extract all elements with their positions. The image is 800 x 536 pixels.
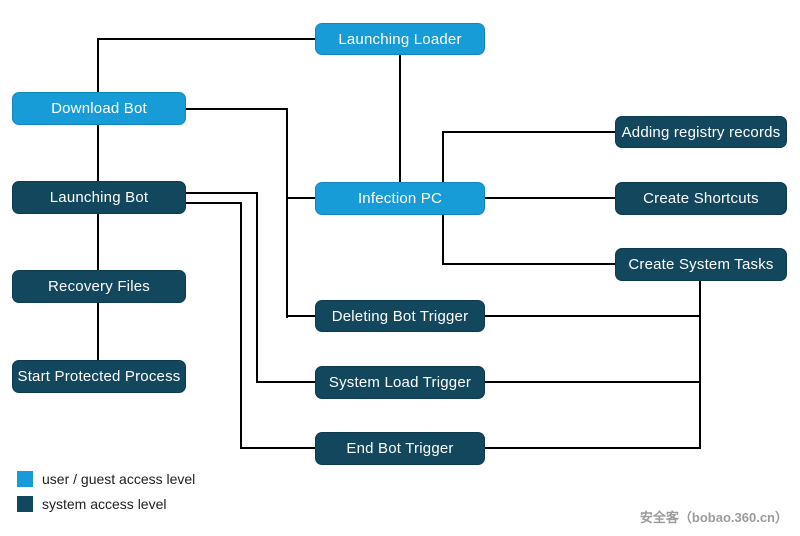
- node-deleting-bot-trigger: Deleting Bot Trigger: [315, 300, 485, 332]
- connector-infectionpc-down-branch: [442, 215, 444, 264]
- legend-item-user-access: user / guest access level: [17, 471, 195, 487]
- system-access-color-swatch: [17, 496, 33, 512]
- connector-endbottrigger-right: [485, 447, 701, 449]
- connector-into-registryrecords: [442, 131, 615, 133]
- connector-loader-to-infectionpc: [399, 55, 401, 182]
- connector-to-systemloadtrigger-drop: [256, 192, 258, 383]
- connector-to-endbottrigger-drop: [240, 202, 242, 449]
- connector-deletingtrigger-right: [485, 315, 701, 317]
- node-end-bot-trigger: End Bot Trigger: [315, 432, 485, 465]
- connector-downloadbot-right: [186, 108, 288, 110]
- connector-loader-to-downloadbot: [97, 38, 316, 40]
- connector-right-spine: [699, 281, 701, 449]
- connector-into-deletingtrigger-left: [286, 315, 315, 317]
- node-start-protected-process: Start Protected Process: [12, 360, 186, 393]
- connector-recoveryfiles-to-startprotected: [97, 303, 99, 360]
- connector-into-createshortcuts: [485, 197, 615, 199]
- node-download-bot: Download Bot: [12, 92, 186, 125]
- watermark: 安全客（bobao.360.cn）: [639, 510, 788, 525]
- legend: user / guest access level system access …: [17, 471, 195, 521]
- node-infection-pc: Infection PC: [315, 182, 485, 215]
- connector-downloadbot-spine: [286, 108, 288, 318]
- connector-into-createsystemtasks: [442, 263, 615, 265]
- connector-launchingbot-to-recoveryfiles: [97, 214, 99, 270]
- node-system-load-trigger: System Load Trigger: [315, 366, 485, 399]
- connector-into-systemloadtrigger: [256, 381, 315, 383]
- connector-infectionpc-up-branch: [442, 132, 444, 182]
- connector-downloadbot-to-launchingbot: [97, 125, 99, 182]
- node-create-system-tasks: Create System Tasks: [615, 248, 787, 281]
- node-create-shortcuts: Create Shortcuts: [615, 182, 787, 215]
- connector-loader-to-downloadbot-drop: [97, 38, 99, 92]
- connector-launchingbot-lower-right: [186, 202, 242, 204]
- node-launching-bot: Launching Bot: [12, 181, 186, 214]
- connector-systemloadtrigger-right: [485, 381, 701, 383]
- node-recovery-files: Recovery Files: [12, 270, 186, 303]
- user-access-color-swatch: [17, 471, 33, 487]
- connector-into-infectionpc-left: [286, 197, 315, 199]
- connector-launchingbot-upper-right: [186, 192, 258, 194]
- connector-into-endbottrigger: [240, 447, 315, 449]
- legend-item-system-access: system access level: [17, 496, 195, 512]
- node-adding-registry-records: Adding registry records: [615, 116, 787, 148]
- node-launching-loader: Launching Loader: [315, 23, 485, 55]
- legend-label-user-access: user / guest access level: [42, 471, 196, 487]
- legend-label-system-access: system access level: [42, 496, 167, 512]
